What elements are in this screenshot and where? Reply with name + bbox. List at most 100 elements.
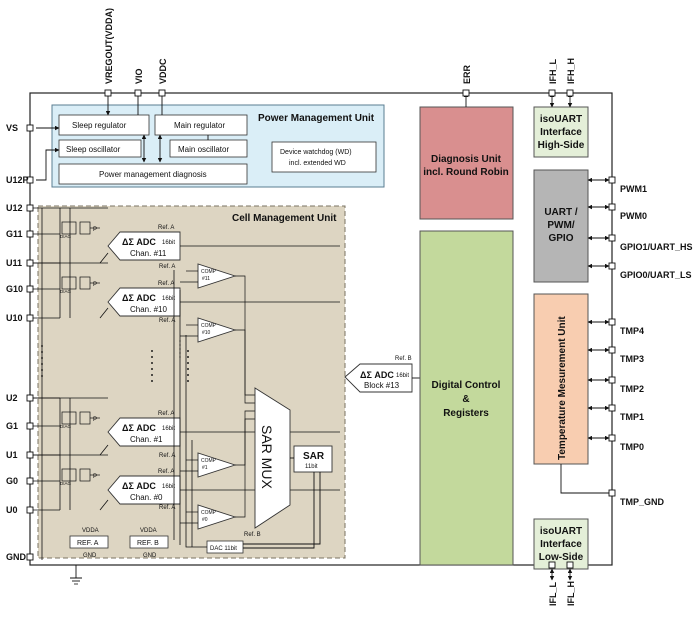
left-pin-label: GND (6, 552, 27, 562)
left-pin-marker (26, 176, 34, 184)
block13-block: Block #13 (364, 381, 400, 390)
comparator-ref: Ref. A (159, 264, 175, 270)
isouart-high-line3: High-Side (538, 140, 585, 151)
diag-label: DIAG (60, 289, 72, 294)
pm-diagnosis-label: Power management diagnosis (99, 170, 207, 179)
comparator-shape (197, 317, 237, 343)
top-pin-label: VDDC (158, 58, 168, 84)
digital-control-line2: & (462, 394, 469, 405)
right-pin-label: PWM1 (620, 184, 647, 194)
adc-bits: 16bit (162, 484, 175, 490)
adc-chan: Chan. #1 (130, 435, 163, 444)
adc-chan: Chan. #11 (130, 249, 167, 258)
comparator-label: COMP (201, 323, 217, 329)
adc-bits: 16bit (162, 240, 175, 246)
left-pin-marker (26, 553, 34, 561)
p-label: P (93, 417, 97, 423)
right-pin-marker (608, 203, 616, 211)
left-pin-label: G1 (6, 421, 18, 431)
adc-chan: Chan. #10 (130, 305, 167, 314)
diagnosis-unit-line2: incl. Round Robin (423, 167, 509, 178)
uart-gpio-block (533, 169, 589, 283)
comparator-label: COMP (201, 510, 217, 516)
adc-label: ΔΣ ADC (122, 481, 156, 491)
right-pin-marker (608, 489, 616, 497)
right-pin-group: PWM1PWM0GPIO1/UART_HSGPIO0/UART_LSTMP4TM… (587, 176, 693, 507)
left-pin-marker (26, 477, 34, 485)
comparator-ref: Ref. A (159, 318, 175, 324)
comparator-number: #11 (202, 276, 210, 282)
watchdog-label-2: incl. extended WD (289, 160, 346, 167)
digital-control-block (419, 230, 514, 566)
comparator-number: #0 (202, 517, 208, 523)
dac-label: DAC 11bit (210, 546, 237, 552)
bottom-pin-marker (566, 561, 574, 569)
top-pin-marker (462, 89, 470, 97)
right-pin-marker (608, 346, 616, 354)
left-pin-marker (26, 422, 34, 430)
block13-bits: 16bit (396, 373, 409, 379)
ref-b-box (129, 535, 169, 549)
ref-a-gnd: GND (83, 553, 97, 559)
left-pin-marker (26, 230, 34, 238)
diag-label: DIAG (60, 234, 72, 239)
p-label: P (93, 227, 97, 233)
right-pin-label: TMP1 (620, 412, 644, 422)
ref-a-label: REF. A (77, 540, 99, 547)
top-pin-label: VREGOUT(VDDA) (104, 8, 114, 84)
sar-mux-label: SAR MUX (259, 425, 275, 489)
digital-control-line3: Registers (443, 408, 489, 419)
sar-box (293, 445, 333, 473)
sleep-regulator-box (58, 114, 150, 136)
right-pin-label: GPIO0/UART_LS (620, 270, 692, 280)
left-pin-label: G0 (6, 476, 18, 486)
ref-a-vdda: VDDA (82, 528, 99, 534)
left-pin-label: VS (6, 123, 18, 133)
left-pin-marker (26, 451, 34, 459)
left-pin-label: G11 (6, 229, 23, 239)
top-pin-label: ERR (462, 64, 472, 84)
bottom-pin-label: IFL_L (548, 581, 558, 606)
sar-mux-shape (254, 387, 291, 529)
right-pin-label: TMP2 (620, 384, 644, 394)
main-regulator-label: Main regulator (174, 121, 225, 130)
left-pin-label: U0 (6, 505, 18, 515)
right-pin-label: TMP_GND (620, 497, 665, 507)
top-pin-marker (158, 89, 166, 97)
left-pin-label: U12 (6, 203, 23, 213)
uart-gpio-line1: UART / (544, 207, 578, 218)
watchdog-label-1: Device watchdog (WD) (280, 149, 352, 156)
diagnosis-unit-line1: Diagnosis Unit (431, 154, 502, 165)
right-pin-label: GPIO1/UART_HS (620, 242, 693, 252)
ref-b-vdda: VDDA (140, 528, 157, 534)
adc-label: ΔΣ ADC (122, 293, 156, 303)
watchdog-box (271, 141, 377, 173)
right-pin-marker (608, 434, 616, 442)
adc-ref: Ref. A (158, 281, 174, 287)
right-pin-marker (608, 318, 616, 326)
isouart-low-line1: isoUART (540, 526, 582, 537)
right-pin-label: TMP3 (620, 354, 644, 364)
temp-unit-label: Temperature Mesurement Unit (557, 316, 568, 460)
comparator-shape (197, 504, 237, 530)
main-regulator-box (154, 114, 248, 136)
adc-chan: Chan. #0 (130, 493, 163, 502)
top-pin-marker (104, 89, 112, 97)
right-pin-marker (608, 176, 616, 184)
left-pin-marker (26, 506, 34, 514)
diag-transistor (61, 411, 77, 425)
diag-transistor (61, 276, 77, 290)
left-pin-marker (26, 314, 34, 322)
left-pin-label: U2 (6, 393, 18, 403)
comparator-label: COMP (201, 458, 217, 464)
diag-transistor (61, 468, 77, 482)
adc-ref: Ref. A (158, 469, 174, 475)
top-pin-label: VIO (134, 68, 144, 84)
left-pin-label: G10 (6, 284, 23, 294)
comparator-ref: Ref. A (159, 453, 175, 459)
comparator-shape (197, 263, 237, 289)
